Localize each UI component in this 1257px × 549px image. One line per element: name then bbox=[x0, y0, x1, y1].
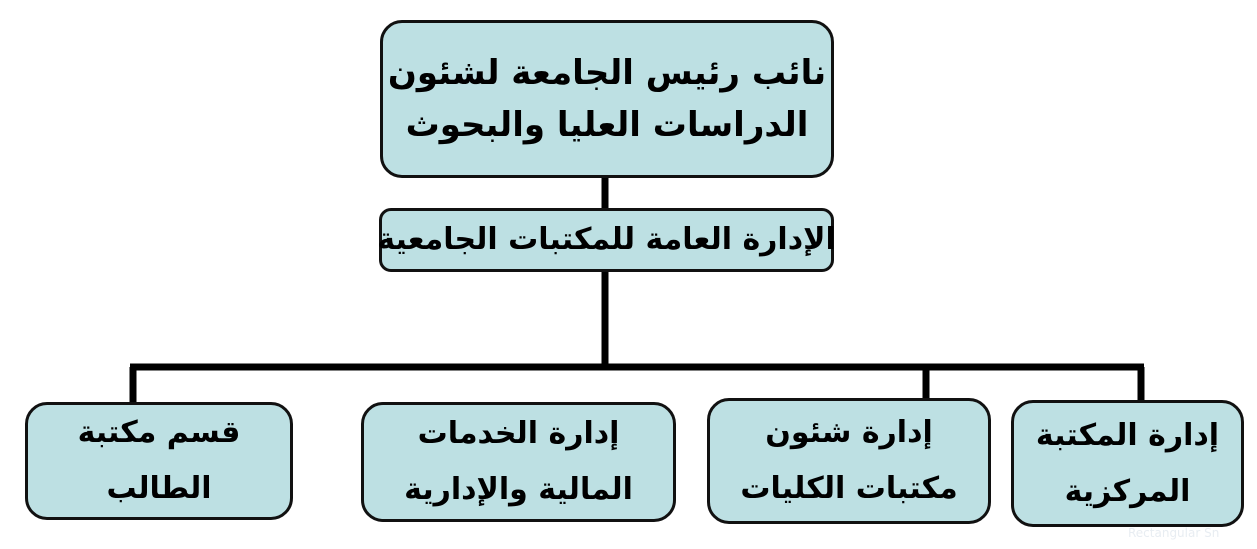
faculty-libraries-line-2: مكتبات الكليات bbox=[740, 471, 958, 506]
financial-administrative-services-box: إدارة الخدمات المالية والإدارية bbox=[361, 402, 676, 522]
student-library-line-2: الطالب bbox=[106, 471, 212, 506]
libraries-general-administration-label: الإدارة العامة للمكتبات الجامعية bbox=[377, 222, 836, 257]
central-library-line-1: إدارة المكتبة bbox=[1035, 417, 1220, 453]
central-library-line-2: المركزية bbox=[1064, 473, 1191, 509]
vice-president-line-2: الدراسات العليا والبحوث bbox=[405, 105, 809, 145]
financial-services-line-1: إدارة الخدمات bbox=[417, 416, 620, 451]
financial-services-line-2: المالية والإدارية bbox=[404, 472, 633, 507]
watermark-text: Rectangular Sn bbox=[1128, 526, 1220, 540]
faculty-libraries-affairs-box: إدارة شئون مكتبات الكليات bbox=[707, 398, 991, 524]
vice-president-box: نائب رئيس الجامعة لشئون الدراسات العليا … bbox=[380, 20, 834, 178]
student-library-line-1: قسم مكتبة bbox=[77, 415, 241, 450]
central-library-administration-box: إدارة المكتبة المركزية bbox=[1011, 400, 1244, 527]
faculty-libraries-line-1: إدارة شئون bbox=[765, 415, 933, 450]
libraries-general-administration-box: الإدارة العامة للمكتبات الجامعية bbox=[377, 208, 836, 272]
vice-president-line-1: نائب رئيس الجامعة لشئون bbox=[387, 53, 827, 93]
student-library-department-box: قسم مكتبة الطالب bbox=[25, 402, 293, 520]
